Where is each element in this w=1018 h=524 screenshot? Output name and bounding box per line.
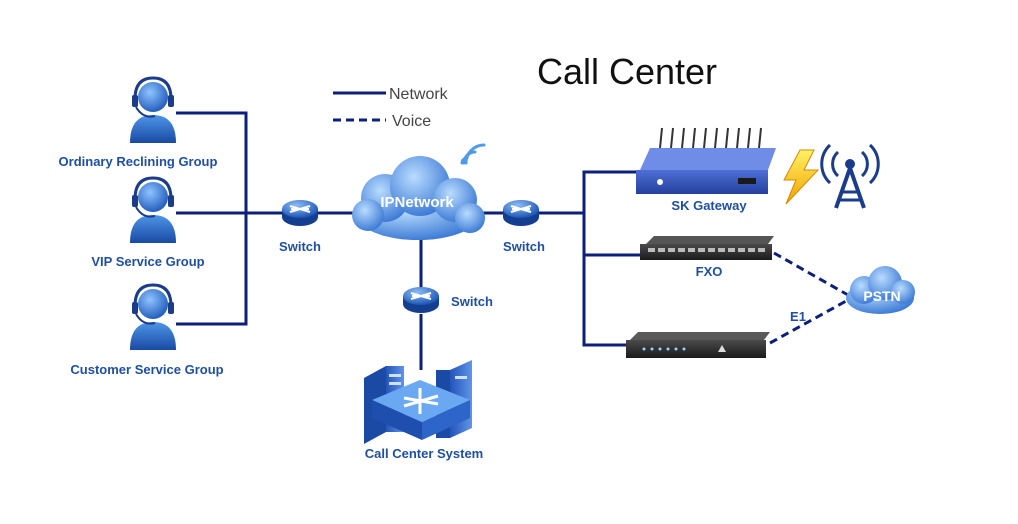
agent-headset-icon [130,176,176,243]
fxo-pstn-voice-line [773,251,849,297]
fxo-device-icon [640,236,774,260]
agent-group-ordinary: Ordinary Reclining Group [59,76,218,169]
sk-gateway: SK Gateway [636,127,776,213]
fxo-label: FXO [696,264,723,279]
agent-group-vip: VIP Service Group [91,176,205,269]
gateway-device-icon [636,127,776,194]
lightning-icon [783,149,820,205]
pstn-cloud: PSTN [846,266,915,314]
switch-label: Switch [503,239,545,254]
agent-group-label: Customer Service Group [70,362,223,377]
switch-right: Switch [503,200,545,254]
e1-pstn-voice-line [769,298,849,345]
switch-icon [503,200,539,226]
network-links [176,111,640,370]
agent-headset-icon [130,76,176,143]
agent-group-customer-service: Customer Service Group [70,283,224,377]
legend-network-label: Network [389,86,449,103]
agent-group-label: Ordinary Reclining Group [59,154,218,169]
legend-voice-label: Voice [392,113,431,130]
diagram-title: Call Center [537,51,717,92]
call-center-system: Call Center System [364,360,483,461]
sk-gateway-label: SK Gateway [671,198,747,213]
switch-icon [403,287,439,313]
ip-network-cloud: IPNetwork [352,156,485,240]
e1-device-icon [626,332,770,358]
cell-tower-icon [820,143,880,209]
call-center-system-label: Call Center System [365,446,484,461]
e1-device [626,332,770,358]
agent-group-label: VIP Service Group [91,254,204,269]
switch-label: Switch [279,239,321,254]
device-bus-line [582,170,636,347]
e1-label: E1 [790,309,806,324]
cloud-icon [846,266,915,314]
wifi-icon [460,143,486,165]
voice-links [769,251,849,345]
fxo-device: FXO [640,236,774,279]
pstn-label: PSTN [863,288,900,304]
switch-label: Switch [451,294,493,309]
switch-left: Switch [279,200,321,254]
server-router-icon [364,360,472,444]
agent-bus-line [176,111,248,326]
cloud-icon [352,156,485,240]
switch-center: Switch [403,287,493,313]
switch-icon [282,200,318,226]
legend: Network Voice [333,86,449,130]
agent-headset-icon [130,283,176,350]
ip-network-label: IPNetwork [380,194,454,211]
